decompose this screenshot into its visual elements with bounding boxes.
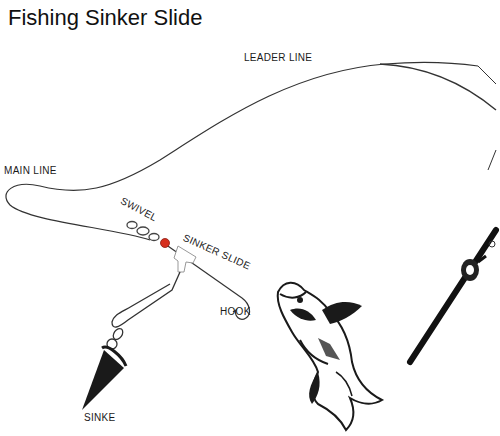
sinker-top xyxy=(102,347,126,366)
part-label: HOOK xyxy=(220,306,251,317)
bead xyxy=(161,239,170,248)
snap-swivel xyxy=(107,272,180,349)
part-label: MAIN LINE xyxy=(4,165,57,176)
fishing-rod xyxy=(380,64,496,362)
fishing-line xyxy=(6,62,478,240)
sinker xyxy=(82,350,124,410)
sinker-slide xyxy=(174,246,196,272)
swivel xyxy=(127,222,159,241)
diagram-title: Fishing Sinker Slide xyxy=(8,6,202,30)
bass-fish xyxy=(278,283,382,430)
part-label: SWIVEL xyxy=(119,195,159,223)
part-label: SINKE xyxy=(84,412,116,423)
part-label: SINKER SLIDE xyxy=(182,232,253,272)
part-label: LEADER LINE xyxy=(244,52,312,63)
